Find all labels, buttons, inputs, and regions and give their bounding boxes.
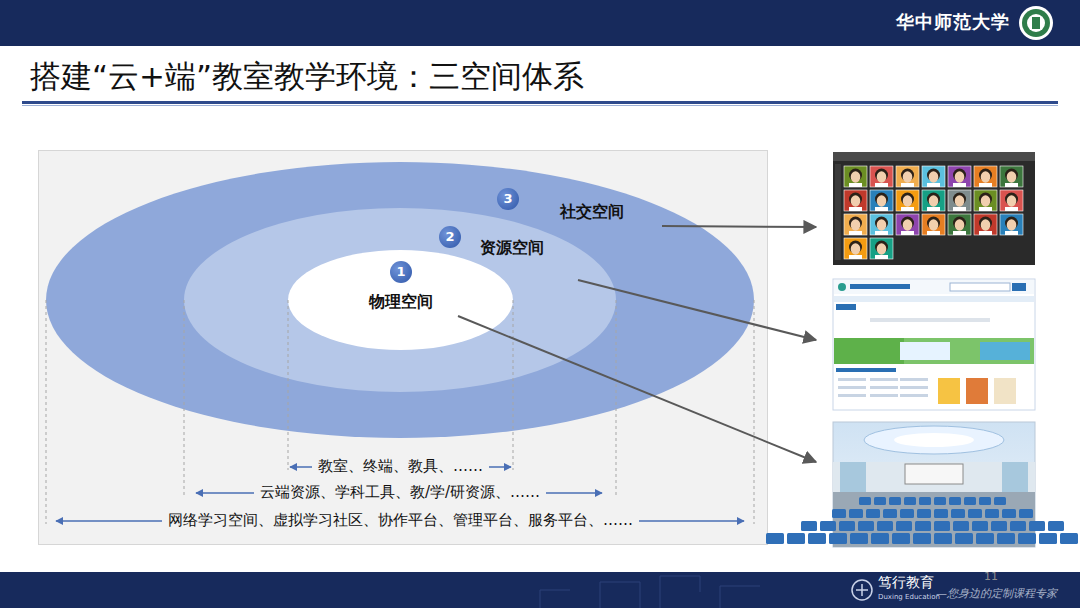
space-ring: 资源空间物理空间	[184, 208, 616, 392]
range-text: 网络学习空间、虚拟学习社区、协作平台、管理平台、服务平台、……	[162, 511, 639, 529]
space-label: 社交空间	[560, 202, 624, 221]
range-text: 云端资源、学科工具、教/学/研资源、……	[254, 483, 546, 501]
callout-number: 2	[439, 226, 461, 248]
university-name: 华中师范大学	[896, 11, 1010, 33]
brand-slogan: —您身边的定制课程专家	[936, 587, 1057, 600]
range-text: 教室、终端、教具、……	[312, 457, 489, 475]
space-ring: 社交空间资源空间物理空间	[46, 162, 754, 438]
slide-title: 搭建“云+端”教室教学环境：三空间体系	[30, 58, 584, 95]
brand-name-en: Duxing Education	[878, 593, 940, 601]
brand-name: 笃行教育	[878, 574, 934, 591]
page-number: 11	[984, 570, 998, 583]
callout-number: 3	[497, 188, 519, 210]
callout-number: 1	[390, 261, 412, 283]
title-underline	[0, 98, 1080, 108]
university-seal	[1018, 5, 1054, 41]
space-label: 物理空间	[369, 292, 433, 311]
space-label: 资源空间	[480, 238, 544, 257]
